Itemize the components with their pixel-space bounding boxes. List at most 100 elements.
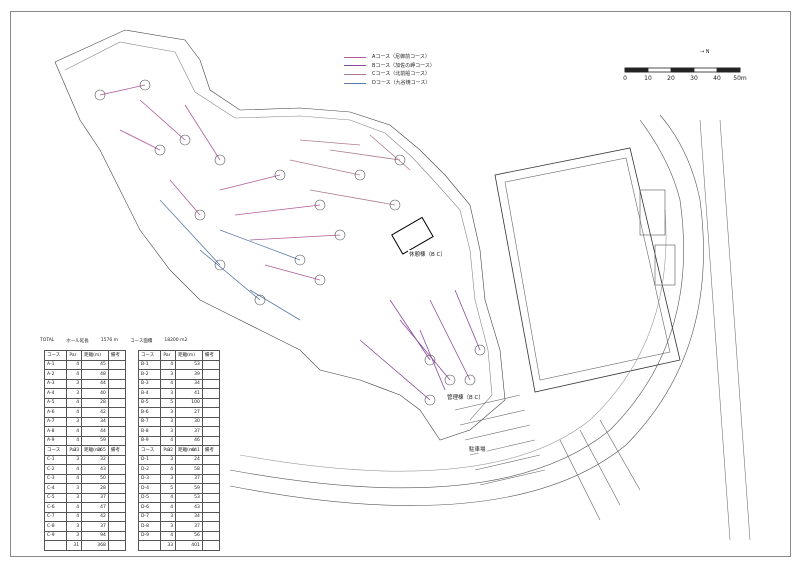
- table-cell: 37: [175, 521, 203, 532]
- table-cell: [107, 454, 127, 465]
- table-cell: D-9: [137, 530, 162, 541]
- table-cell: 4: [66, 426, 83, 437]
- table-cell: 3: [66, 454, 83, 465]
- table-cell: 37: [175, 473, 203, 484]
- legend-swatch: [344, 56, 366, 58]
- table-cell: D-4: [137, 483, 162, 494]
- table-cell: A-6: [43, 407, 68, 418]
- table-cell: 33: [160, 540, 177, 551]
- area-label: コース面積: [130, 339, 153, 344]
- table-cell: 40: [81, 388, 109, 399]
- table-cell: 56: [175, 530, 203, 541]
- table-cell: 4: [160, 464, 177, 475]
- table-cell: 31: [66, 540, 83, 551]
- table-cell: B-1: [137, 359, 162, 370]
- table-cell: [201, 416, 221, 427]
- table-cell: 34: [175, 378, 203, 389]
- table-cell: C-5: [43, 492, 68, 503]
- table-cell: C-2: [43, 464, 68, 475]
- table-cell: [107, 464, 127, 475]
- column-header: コース: [137, 445, 162, 456]
- table-cell: 3: [66, 378, 83, 389]
- table-cell: [201, 464, 221, 475]
- table-cell: 48: [81, 369, 109, 380]
- table-cell: B-5: [137, 397, 162, 408]
- table-cell: 59: [175, 483, 203, 494]
- table-cell: A-7: [43, 416, 68, 427]
- table-cell: C-7: [43, 511, 68, 522]
- table-cell: [201, 407, 221, 418]
- legend-swatch: [344, 73, 366, 75]
- table-cell: C-9: [43, 530, 68, 541]
- table-cell: 50: [81, 473, 109, 484]
- table-cell: 3: [66, 521, 83, 532]
- table-cell: [107, 359, 127, 370]
- scale-tick-label: 20: [667, 75, 675, 82]
- table-cell: [201, 426, 221, 437]
- table-cell: 100: [175, 397, 203, 408]
- legend-label: Cコース（北前船コース）: [372, 71, 430, 78]
- table-cell: B-6: [137, 407, 162, 418]
- table-cell: 53: [175, 492, 203, 503]
- north-arrow-icon: →: [700, 49, 705, 55]
- table-cell: D-8: [137, 521, 162, 532]
- table-cell: 3: [160, 407, 177, 418]
- table-cell: [107, 483, 127, 494]
- table-cell: 32: [81, 454, 109, 465]
- table-cell: B-7: [137, 416, 162, 427]
- table-cell: [107, 492, 127, 503]
- legend-item: Bコース（加佐の岬コース）: [344, 62, 435, 71]
- table-cell: [201, 454, 221, 465]
- table-cell: 42: [81, 407, 109, 418]
- table-cell: 37: [175, 426, 203, 437]
- main-building: [494, 147, 681, 393]
- column-header: 距離(m): [81, 350, 109, 361]
- table-cell: D-3: [137, 473, 162, 484]
- table-cell: 44: [81, 378, 109, 389]
- table-cell: 3: [66, 416, 83, 427]
- column-header: Par: [66, 445, 83, 456]
- parking-label: 駐車場: [468, 445, 487, 453]
- table-cell: 5: [160, 397, 177, 408]
- table-cell: [107, 397, 127, 408]
- column-header: 備考: [107, 445, 127, 456]
- table-cell: 43: [81, 464, 109, 475]
- table-cell: [107, 369, 127, 380]
- column-header: 距離(m): [175, 445, 203, 456]
- column-header: 備考: [107, 350, 127, 361]
- table-cell: 27: [175, 407, 203, 418]
- column-header: 備考: [201, 350, 221, 361]
- column-header: コース: [137, 350, 162, 361]
- table-cell: [201, 492, 221, 503]
- legend-swatch: [344, 82, 366, 84]
- table-cell: 368: [81, 540, 109, 551]
- table-cell: A-2: [43, 369, 68, 380]
- table-cell: 3: [66, 492, 83, 503]
- table-cell: A-8: [43, 426, 68, 437]
- area-value: 18200 m2: [164, 338, 188, 343]
- rest-house-building: [391, 216, 434, 255]
- table-cell: 43: [175, 502, 203, 513]
- table-cell: [201, 369, 221, 380]
